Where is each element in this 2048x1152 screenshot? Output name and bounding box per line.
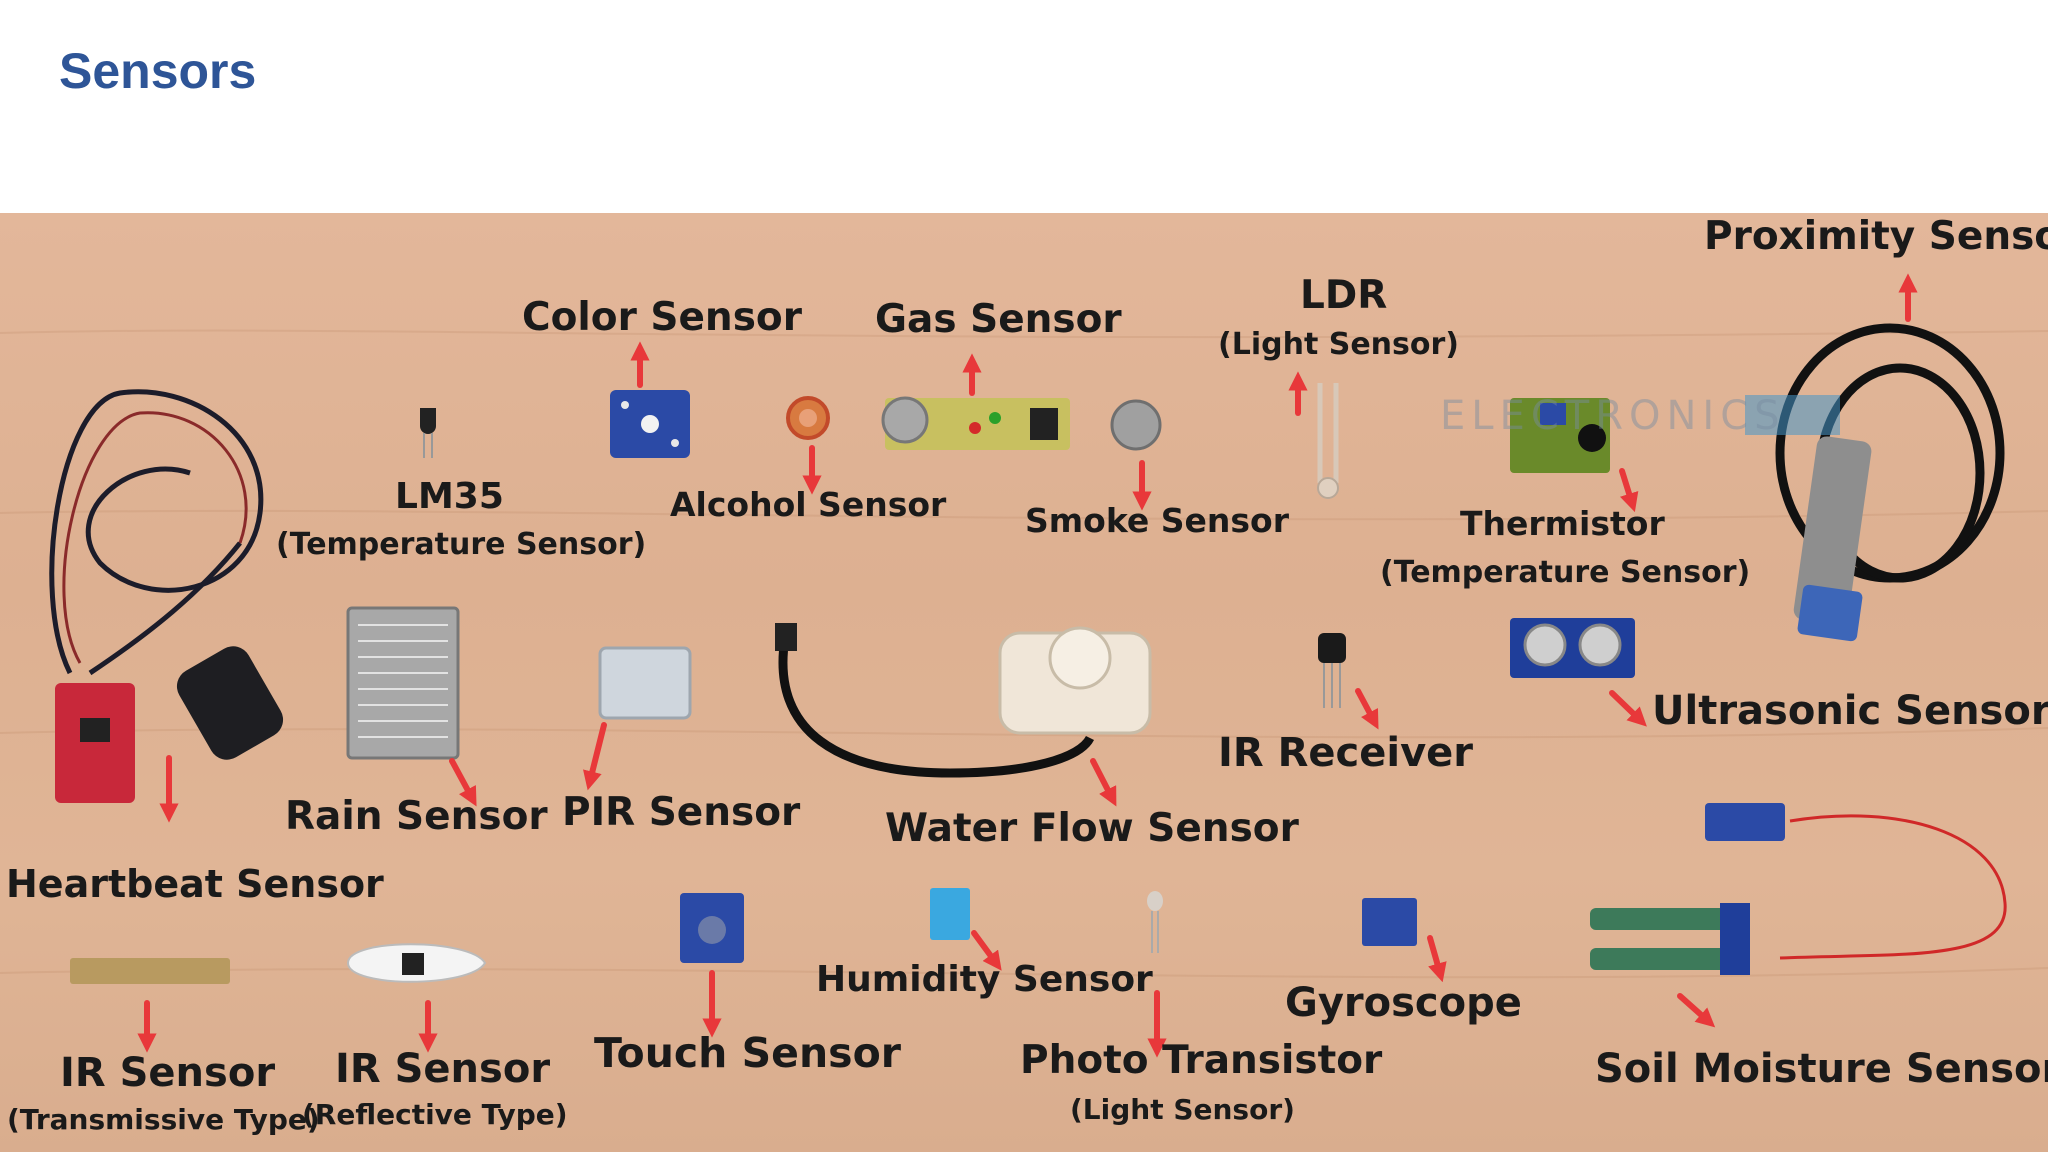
label-ultrasonic-sensor: Ultrasonic Sensor — [1652, 688, 2048, 734]
label-ir-sensor-transmissive-sub: (Transmissive Type) — [7, 1103, 320, 1136]
alcohol-sensor-device — [786, 396, 830, 440]
label-water-flow-sensor: Water Flow Sensor — [885, 806, 1299, 851]
label-color-sensor: Color Sensor — [522, 295, 802, 340]
label-smoke-sensor: Smoke Sensor — [1025, 501, 1289, 540]
label-photo-transistor: Photo Transistor — [1020, 1038, 1383, 1083]
photo-transistor-device — [1147, 891, 1163, 953]
humidity-sensor-device — [930, 888, 970, 940]
label-humidity-sensor: Humidity Sensor — [816, 959, 1153, 1000]
label-pir-sensor: PIR Sensor — [562, 790, 801, 835]
label-ir-sensor-reflective: IR Sensor — [335, 1046, 551, 1092]
rain-sensor-device — [346, 606, 460, 760]
lm35-device — [420, 408, 436, 458]
soil-moisture-device — [1590, 803, 2007, 975]
water-flow-sensor-device — [775, 623, 1152, 778]
gas-sensor-device — [881, 396, 1070, 450]
label-alcohol-sensor: Alcohol Sensor — [670, 485, 947, 524]
label-heartbeat-sensor: Heartbeat Sensor — [6, 862, 384, 906]
watermark-box — [1745, 395, 1840, 435]
label-photo-transistor-sub: (Light Sensor) — [1070, 1093, 1295, 1126]
proximity-sensor-device — [1775, 323, 2005, 642]
label-ir-sensor-reflective-sub: (Reflective Type) — [302, 1098, 568, 1131]
label-lm35: LM35 — [395, 476, 504, 517]
label-lm35-sub: (Temperature Sensor) — [276, 527, 647, 562]
label-ldr-sub: (Light Sensor) — [1218, 327, 1460, 362]
label-proximity-sensor: Proximity Sensor — [1704, 214, 2048, 259]
label-thermistor: Thermistor — [1460, 504, 1665, 543]
label-ir-sensor-transmissive: IR Sensor — [60, 1050, 276, 1096]
ir-reflective-device — [346, 943, 487, 983]
ir-transmissive-device — [70, 958, 230, 984]
pir-sensor-device — [598, 646, 692, 720]
smoke-sensor-device — [1110, 399, 1162, 451]
label-touch-sensor: Touch Sensor — [594, 1029, 901, 1077]
ultrasonic-sensor-device — [1510, 618, 1635, 678]
label-ldr: LDR — [1300, 273, 1388, 318]
label-gas-sensor: Gas Sensor — [875, 297, 1122, 342]
label-ir-receiver: IR Receiver — [1218, 730, 1474, 776]
ldr-device — [1317, 383, 1339, 499]
thermistor-device — [1510, 398, 1610, 473]
gyroscope-device — [1362, 898, 1417, 946]
pointer-arrows — [137, 273, 1918, 1058]
label-thermistor-sub: (Temperature Sensor) — [1380, 555, 1751, 590]
sensors-photo: ELECTRONICS Proximity Sensor Color Senso… — [0, 213, 2048, 1152]
color-sensor-device — [610, 390, 690, 458]
ir-receiver-device — [1318, 633, 1346, 708]
watermark-text: ELECTRONICS — [1440, 393, 1786, 439]
heartbeat-sensor-device — [49, 389, 284, 803]
label-soil-moisture-sensor: Soil Moisture Sensor — [1595, 1046, 2048, 1092]
label-rain-sensor: Rain Sensor — [285, 794, 548, 839]
label-gyroscope: Gyroscope — [1285, 980, 1522, 1026]
touch-sensor-device — [680, 893, 744, 963]
page-title: Sensors — [59, 43, 257, 99]
